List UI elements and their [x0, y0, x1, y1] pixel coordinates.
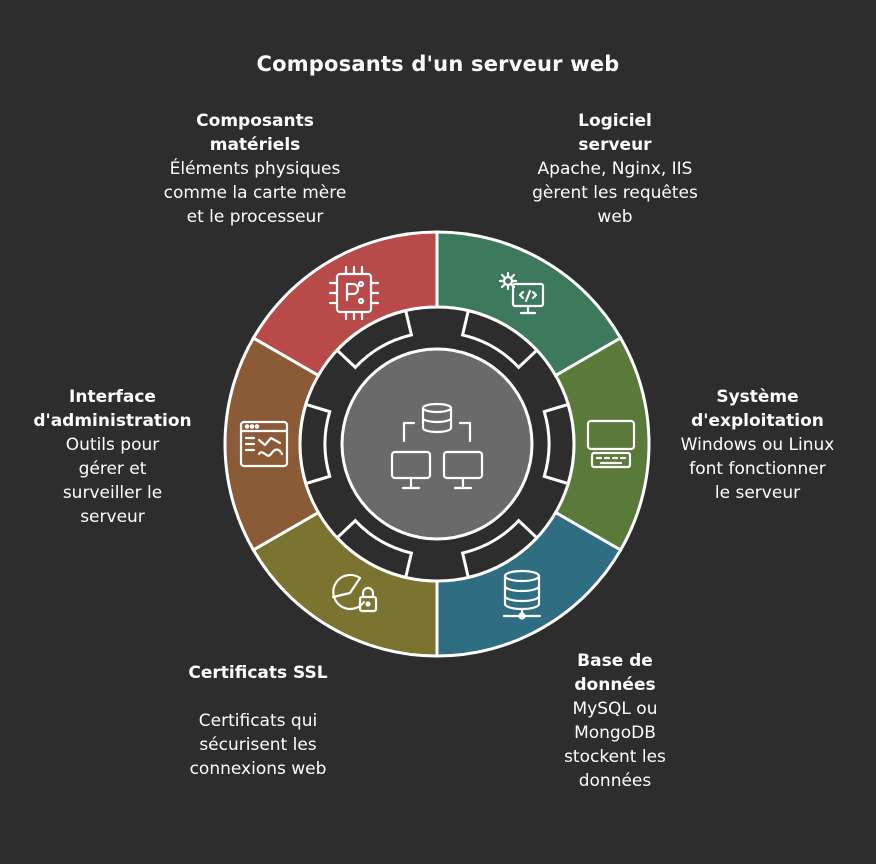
label-ssl: Certificats SSL Certificats qui sécurise… — [163, 661, 353, 781]
segment-connector-server-software — [460, 308, 539, 370]
label-hardware-title: Composants matériels — [196, 111, 314, 155]
label-database: Base de données MySQL ou MongoDB stocken… — [540, 649, 690, 793]
label-ssl-description: Certificats qui sécurisent les connexion… — [189, 711, 327, 779]
segment-connector-database — [460, 518, 539, 580]
laptop-icon — [586, 419, 636, 469]
segment-connector-os — [542, 402, 576, 486]
label-hardware: Composants matériels Éléments physiques … — [160, 109, 350, 229]
label-hardware-description: Éléments physiques comme la carte mère e… — [163, 159, 347, 227]
segment-connector-admin — [298, 402, 332, 486]
label-database-title: Base de données — [574, 651, 656, 695]
center-disc — [340, 347, 534, 541]
label-admin-description: Outils pour gérer et surveiller le serve… — [62, 435, 163, 527]
dashboard-window-icon — [239, 420, 289, 468]
database-icon — [502, 569, 542, 620]
gear-code-monitor-icon — [498, 271, 545, 315]
segment-connector-hardware — [335, 308, 414, 370]
label-database-description: MySQL ou MongoDB stockent les données — [564, 699, 666, 791]
label-server-software: Logiciel serveur Apache, Nginx, IIS gère… — [530, 109, 700, 229]
circuit-board-icon — [328, 265, 380, 321]
segment-connector-ssl — [335, 518, 414, 580]
label-server-software-title: Logiciel serveur — [578, 111, 652, 155]
label-ssl-title: Certificats SSL — [188, 663, 328, 683]
database-network-icon — [390, 402, 484, 490]
label-server-software-description: Apache, Nginx, IIS gèrent les requêtes w… — [532, 159, 698, 227]
label-os: Système d'exploitation Windows ou Linux … — [680, 385, 835, 505]
label-os-title: Système d'exploitation — [691, 387, 824, 431]
label-admin-title: Interface d'administration — [33, 387, 192, 431]
diagram-title: Composants d'un serveur web — [256, 52, 620, 76]
chart-lock-icon — [331, 573, 378, 613]
label-admin: Interface d'administration Outils pour g… — [20, 385, 205, 529]
label-os-description: Windows ou Linux font fonctionner le ser… — [680, 435, 835, 503]
